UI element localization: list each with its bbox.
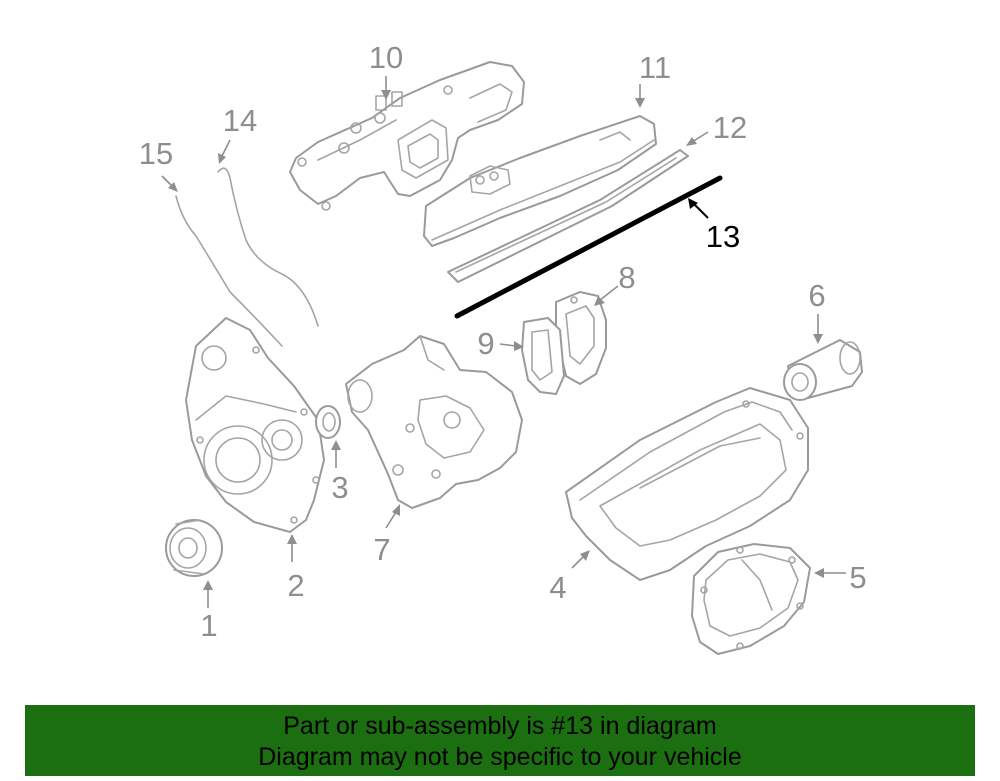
part-4-oil-pan (565, 387, 809, 581)
part-14-dipstick-tube (217, 167, 319, 327)
callout-8: 8 (618, 260, 635, 295)
banner-line-2: Diagram may not be specific to your vehi… (258, 743, 742, 771)
parts-diagram: 1 2 3 4 5 6 7 8 9 10 11 12 13 14 15 (139, 40, 867, 655)
leader-lines (161, 76, 846, 608)
callout-2: 2 (287, 568, 304, 603)
part-2-timing-cover (185, 317, 325, 533)
part-15-dipstick (175, 195, 283, 347)
part-12-gasket (447, 149, 689, 283)
part-11-valve-cover (423, 115, 657, 247)
callout-13: 13 (706, 219, 740, 254)
callout-4: 4 (549, 570, 566, 605)
part-10-manifold (289, 61, 525, 211)
callout-11: 11 (639, 50, 671, 85)
callout-7: 7 (373, 532, 390, 567)
part-1-pulley (165, 519, 223, 577)
callout-10: 10 (369, 40, 403, 75)
callout-12: 12 (713, 110, 747, 145)
banner-line-1: Part or sub-assembly is #13 in diagram (283, 712, 717, 740)
callout-6: 6 (808, 278, 825, 313)
part-9-gasket (521, 317, 565, 395)
callout-labels: 1 2 3 4 5 6 7 8 9 10 11 12 13 14 15 (139, 40, 867, 643)
part-6-oil-filter (783, 339, 863, 401)
callout-15: 15 (139, 136, 173, 171)
part-13-seal (454, 175, 723, 319)
callout-1: 1 (200, 608, 217, 643)
info-banner: Part or sub-assembly is #13 in diagram D… (25, 705, 975, 776)
part-7-housing (345, 335, 523, 509)
callout-14: 14 (223, 103, 257, 138)
callout-3: 3 (331, 470, 348, 505)
part-3-seal (315, 405, 341, 439)
callout-9: 9 (477, 326, 494, 361)
callout-5: 5 (849, 560, 866, 595)
part-5-baffle (691, 543, 811, 655)
